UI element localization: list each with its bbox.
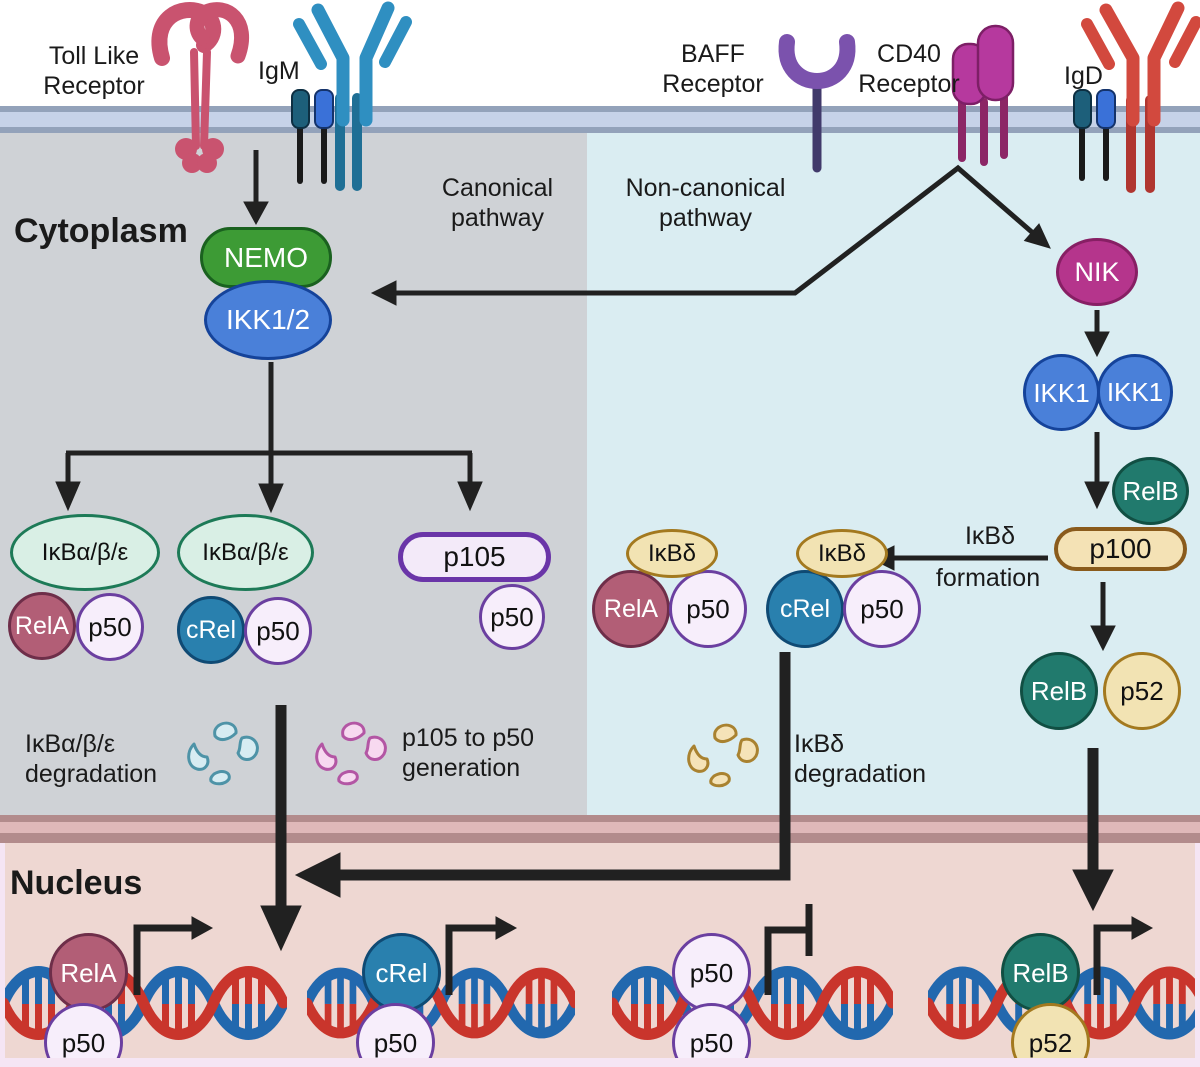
label-line: degradation bbox=[794, 759, 927, 788]
relb-dimer-node: RelB bbox=[1020, 652, 1098, 730]
p50-node-5: p50 bbox=[843, 570, 921, 648]
arrowhead-to-ikk12 bbox=[370, 280, 397, 306]
label-line: Canonical bbox=[441, 174, 554, 202]
p105-fragments-icon bbox=[315, 721, 387, 786]
dna-helix-2 bbox=[307, 973, 575, 1033]
ikk1-node-left: IKK1 bbox=[1023, 354, 1100, 431]
p105-generation-label: p105 to p50 generation bbox=[402, 724, 534, 783]
p52-dimer-node: p52 bbox=[1103, 652, 1181, 730]
ikb-abe-node-2: IκBα/β/ε bbox=[177, 514, 314, 591]
arrow-igm-to-nemo bbox=[243, 201, 269, 226]
arrow-ikk1-to-p100 bbox=[1084, 481, 1110, 510]
igd-receptor-icon bbox=[1073, 1, 1200, 193]
ikk12-node: IKK1/2 bbox=[204, 280, 332, 360]
arrowhead-to-nik bbox=[1023, 223, 1051, 249]
repression-tbar bbox=[764, 926, 806, 995]
baff-receptor-icon bbox=[778, 34, 856, 173]
pathway-arrows bbox=[55, 150, 1154, 995]
label-line: IκBδ bbox=[794, 730, 845, 758]
nucleus-crel-node: cRel bbox=[362, 933, 441, 1012]
arrow-p100-to-dimer bbox=[1090, 625, 1116, 652]
cytoplasm-label: Cytoplasm bbox=[14, 212, 188, 250]
toll-like-receptor-icon bbox=[151, 2, 250, 173]
ikb-abe-node-1: IκBα/β/ε bbox=[10, 514, 160, 591]
p50-node-4: p50 bbox=[669, 570, 747, 648]
nucleus-p50-node-2: p50 bbox=[356, 1003, 435, 1067]
tlr-label: Toll Like Receptor bbox=[28, 42, 160, 101]
nucleus-p50-node-1: p50 bbox=[44, 1003, 123, 1067]
ikbd-degradation-label: IκBδ degradation bbox=[794, 730, 926, 789]
label-line: degradation bbox=[25, 759, 158, 788]
rela-node-2: RelA bbox=[592, 570, 670, 648]
dna-helix-3 bbox=[613, 972, 893, 1035]
rela-node-1: RelA bbox=[8, 592, 76, 660]
nucleus-p52-node: p52 bbox=[1011, 1003, 1090, 1067]
p50-node-1: p50 bbox=[76, 593, 144, 661]
nucleus-right-edge bbox=[1195, 843, 1200, 1067]
canonical-pathway-label: Canonical pathway bbox=[425, 174, 570, 233]
nucleus-relb-node: RelB bbox=[1001, 933, 1080, 1012]
nucleus-bottom-edge bbox=[0, 1058, 1200, 1067]
label-line: Toll Like bbox=[48, 42, 140, 70]
label-line: Receptor bbox=[662, 69, 764, 98]
crel-node-1: cRel bbox=[177, 596, 245, 664]
nucleus-left-edge bbox=[0, 843, 5, 1067]
p50-node-3: p50 bbox=[479, 584, 545, 650]
p50-node-2: p50 bbox=[244, 597, 312, 665]
nemo-node: NEMO bbox=[200, 227, 332, 288]
crel-translocation-line bbox=[316, 652, 791, 881]
ikb-fragments-icon bbox=[187, 721, 259, 786]
label-line: pathway bbox=[658, 203, 753, 232]
nuclear-envelope bbox=[0, 815, 1200, 843]
cd40-receptor-icon bbox=[951, 24, 1015, 166]
label-line: generation bbox=[402, 753, 521, 782]
label-line: BAFF bbox=[681, 40, 745, 68]
igm-receptor-icon bbox=[291, 1, 412, 191]
label-line: pathway bbox=[450, 203, 545, 232]
ikbd-formation-label-bottom: formation bbox=[935, 564, 1041, 592]
baff-receptor-label: BAFF Receptor bbox=[648, 40, 778, 99]
igm-label: IgM bbox=[258, 57, 300, 85]
nucleus-p50-node-4: p50 bbox=[672, 1003, 751, 1067]
crel-node-2: cRel bbox=[766, 570, 844, 648]
label-line: Non-canonical bbox=[625, 174, 786, 202]
nucleus-rela-node: RelA bbox=[49, 933, 128, 1012]
ikbd-fragments-icon bbox=[687, 723, 759, 788]
dna-helix-1 bbox=[4, 972, 284, 1035]
igd-label: IgD bbox=[1064, 62, 1103, 90]
ikbd-node-1: IκBδ bbox=[626, 529, 718, 578]
cd40-receptor-label: CD40 Receptor bbox=[848, 40, 970, 99]
ikbd-node-2: IκBδ bbox=[796, 529, 888, 578]
noncanonical-pathway-label: Non-canonical pathway bbox=[608, 174, 803, 233]
transcription-arrow-2 bbox=[445, 924, 496, 995]
nucleus-p50-node-3: p50 bbox=[672, 933, 751, 1012]
label-line: Receptor bbox=[43, 71, 145, 100]
label-line: p105 to p50 bbox=[402, 724, 535, 752]
label-line: CD40 bbox=[877, 40, 941, 68]
p105-node: p105 bbox=[398, 532, 551, 582]
relb-p100-node: RelB bbox=[1112, 457, 1189, 525]
label-line: Receptor bbox=[858, 69, 960, 98]
ikb-degradation-label: IκBα/β/ε degradation bbox=[25, 730, 157, 789]
ikbd-formation-label-top: IκBδ bbox=[964, 522, 1016, 550]
receptor-split-line bbox=[396, 164, 1043, 296]
transcription-arrow-1 bbox=[133, 924, 192, 995]
transcription-arrow-4 bbox=[1093, 924, 1132, 995]
nucleus-label: Nucleus bbox=[10, 864, 143, 902]
label-line: IκBα/β/ε bbox=[25, 730, 115, 758]
arrow-nik-to-ikk1 bbox=[1084, 331, 1110, 358]
ikk1-node-right: IKK1 bbox=[1097, 354, 1173, 430]
nik-node: NIK bbox=[1056, 238, 1138, 306]
p100-node: p100 bbox=[1054, 527, 1187, 571]
